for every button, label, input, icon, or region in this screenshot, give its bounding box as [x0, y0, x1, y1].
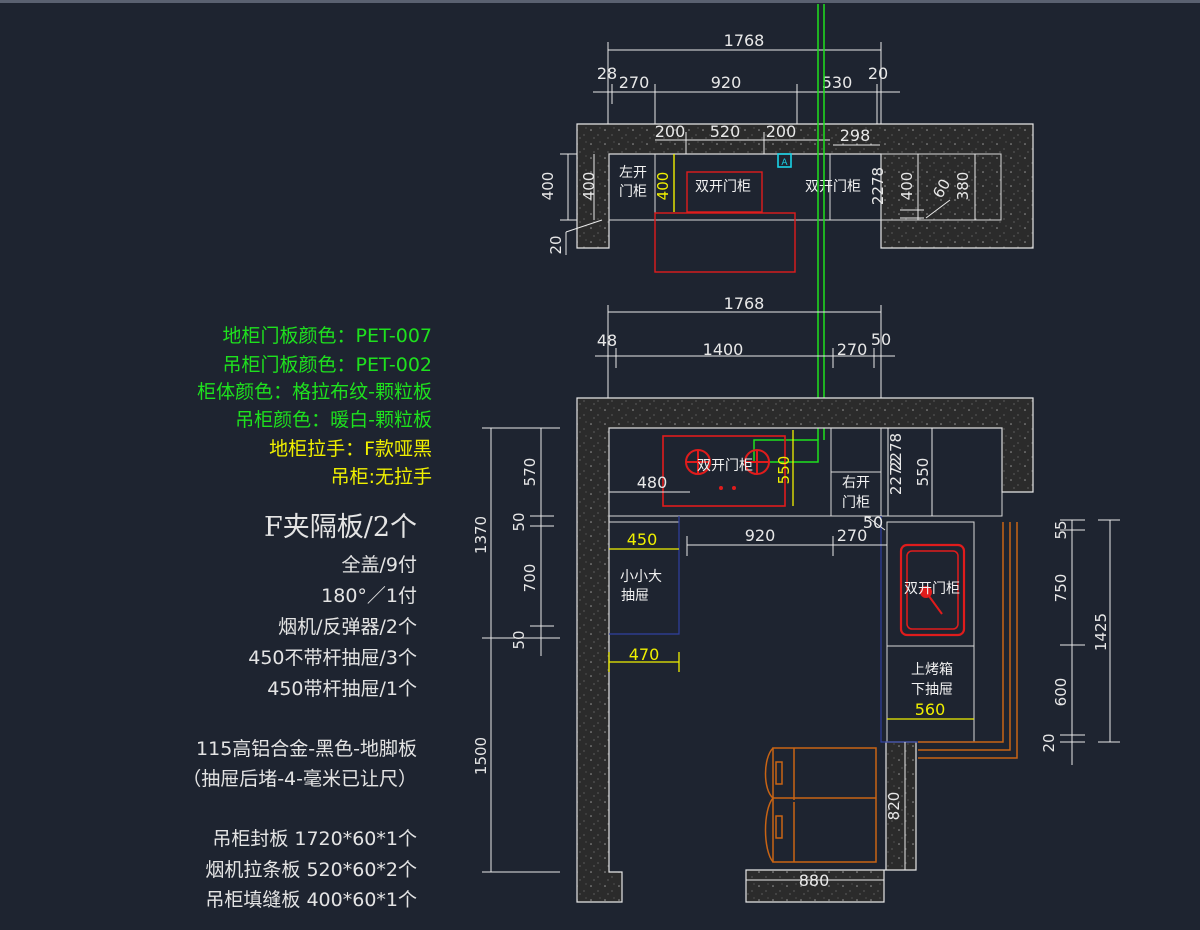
- hood-lower-outline: [654, 212, 796, 273]
- dim-b1400: 1400: [703, 340, 744, 359]
- label-double-door-cooktop: 双开门柜: [697, 458, 753, 474]
- dim-b880: 880: [799, 871, 830, 890]
- dim-v400c: 400: [898, 172, 916, 201]
- dim-l700: 700: [521, 564, 539, 593]
- dim-l1500: 1500: [472, 737, 490, 775]
- dim-b550: 550: [914, 458, 932, 487]
- dim-b270b: 270: [837, 526, 868, 545]
- label-double-door-sink: 双开门柜: [904, 581, 960, 597]
- dim-b470: 470: [629, 645, 660, 664]
- dim-l50b: 50: [510, 630, 528, 649]
- dim-h298: 298: [840, 126, 871, 145]
- burner-right: [744, 449, 770, 475]
- label-oven: 上烤箱: [911, 662, 953, 678]
- dim-l570: 570: [521, 458, 539, 487]
- dim-b50: 50: [871, 330, 891, 349]
- dim-b450: 450: [627, 530, 658, 549]
- cabinet-marker: [777, 153, 792, 168]
- water-pipe: [753, 4, 825, 463]
- dim-r1425: 1425: [1092, 613, 1110, 651]
- refrigerator: [764, 747, 877, 863]
- dim-t270: 270: [619, 73, 650, 92]
- label-left-open: 左开: [619, 165, 647, 181]
- dim-v20: 20: [547, 235, 565, 254]
- dim-h200b: 200: [766, 122, 797, 141]
- dim-l1370: 1370: [472, 516, 490, 554]
- cooktop: [662, 435, 786, 507]
- dim-r55: 55: [1052, 520, 1070, 539]
- label-double-door-upper-1: 双开门柜: [695, 179, 751, 195]
- dim-b48: 48: [597, 331, 617, 350]
- lower-right-wall: [745, 741, 917, 903]
- dim-h520: 520: [710, 122, 741, 141]
- dim-b2278: 2278: [887, 433, 905, 471]
- dim-v2278: 2278: [869, 167, 887, 205]
- label-drawer: 抽屉: [621, 588, 649, 604]
- dim-t530: 530: [822, 73, 853, 92]
- base-dimension-lines-yellow: [608, 430, 974, 720]
- wall-cabinet-plan: A 左开 门柜 双开门柜 双开门柜 1768 28 270 920: [539, 31, 1034, 273]
- label-door-cab-lower: 门柜: [842, 495, 870, 511]
- dim-r20: 20: [1040, 733, 1058, 752]
- label-lower-drawer: 下抽屉: [911, 682, 953, 698]
- dim-r750: 750: [1052, 574, 1070, 603]
- dim-b270: 270: [837, 340, 868, 359]
- dim-b-total: 1768: [724, 294, 765, 313]
- dim-l50a: 50: [510, 512, 528, 531]
- base-dimension-lines: [482, 305, 1120, 881]
- dim-top-total: 1768: [724, 31, 765, 50]
- dim-b2272: 2272: [887, 457, 905, 495]
- dim-b50b: 50: [863, 513, 883, 532]
- dim-b820: 820: [885, 792, 903, 821]
- label-double-door-upper-2: 双开门柜: [805, 179, 861, 195]
- burner-left: [685, 449, 711, 475]
- dim-t920: 920: [711, 73, 742, 92]
- dim-b550y: 550: [775, 456, 793, 485]
- base-top-run: [608, 427, 1003, 517]
- water-line-orange: [918, 522, 1018, 759]
- hood-upper-outline: [686, 171, 763, 213]
- dim-v400y: 400: [654, 172, 672, 201]
- dim-v380: 380: [954, 172, 972, 201]
- dim-v400b: 400: [580, 172, 598, 201]
- top-dimensions: [560, 42, 976, 255]
- dim-h200a: 200: [655, 122, 686, 141]
- dim-b920: 920: [745, 526, 776, 545]
- upper-right-cabinet: [880, 153, 1002, 221]
- dim-v400a: 400: [539, 172, 557, 201]
- dim-b480: 480: [637, 473, 668, 492]
- cabinet-marker-label: A: [781, 158, 788, 168]
- dim-b560: 560: [915, 700, 946, 719]
- label-right-open: 右开: [842, 475, 870, 491]
- dim-t28: 28: [597, 64, 617, 83]
- sink: [899, 543, 966, 637]
- label-door-cab-upper: 门柜: [619, 184, 647, 200]
- window-edge: [0, 0, 1200, 3]
- dim-t20: 20: [868, 64, 888, 83]
- label-small-big: 小小大: [620, 569, 662, 585]
- base-cabinet-plan: 双开门柜 右开 门柜 小小大 抽屉 双开门柜 上烤箱 下抽屉: [472, 294, 1120, 903]
- dim-r600: 600: [1052, 678, 1070, 707]
